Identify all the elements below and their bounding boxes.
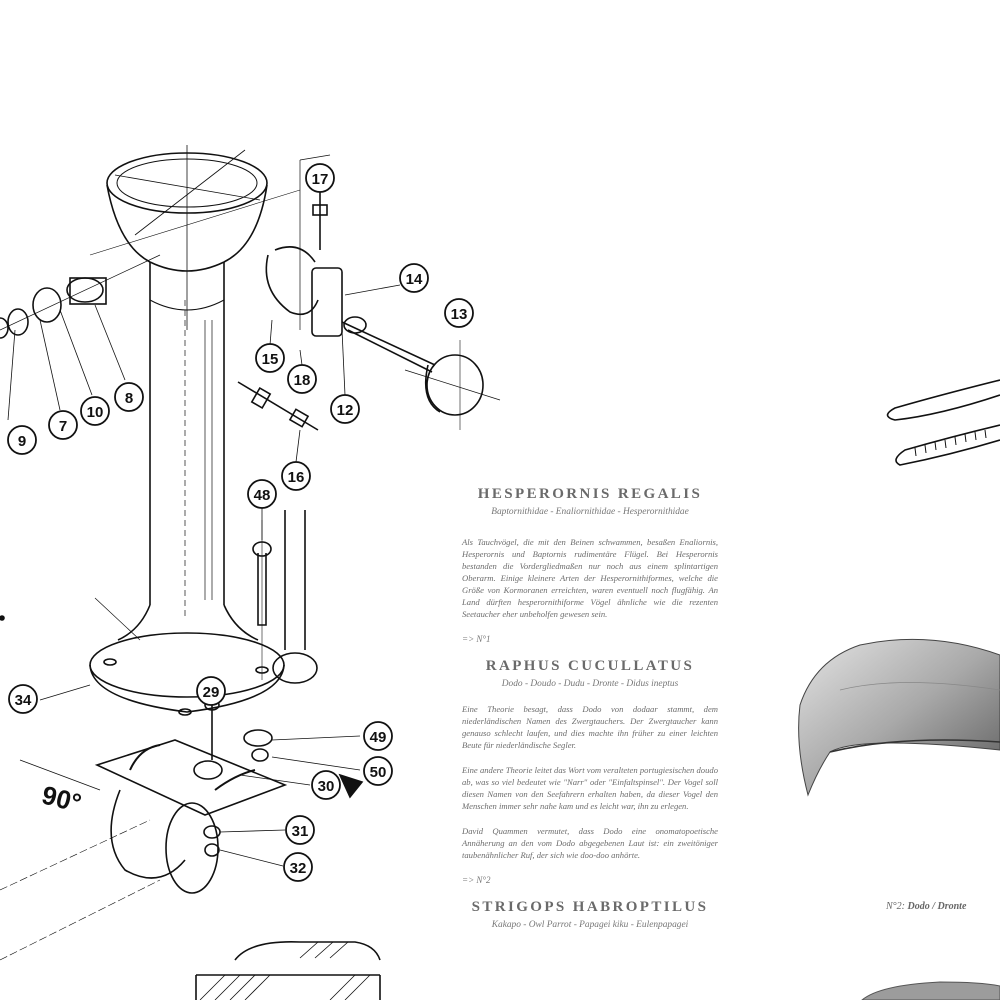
part-label-12: 12 [330, 394, 360, 424]
svg-text:15: 15 [262, 351, 279, 368]
hesperornis-beak-illustration [886, 379, 1000, 466]
caption-number: N°2: [886, 901, 905, 912]
svg-text:9: 9 [18, 433, 26, 450]
part-label-30: 30 [311, 770, 341, 800]
svg-text:10: 10 [87, 404, 104, 421]
section-hesperornis: HESPERORNIS REGALIS Baptornithidae - Ena… [462, 486, 718, 644]
section-subtitle: Baptornithidae - Enaliornithidae - Hespe… [491, 507, 689, 517]
section-title: HESPERORNIS REGALIS [477, 486, 703, 502]
part-label-18: 18 [287, 364, 317, 394]
part-label-17: 17 [305, 163, 335, 193]
part-label-15: 15 [255, 343, 285, 373]
section-raphus: RAPHUS CUCULLATUS Dodo - Doudo - Dudu - … [462, 658, 718, 885]
section-strigops: STRIGOPS HABROPTILUS Kakapo - Owl Parrot… [462, 899, 718, 930]
part-label-31: 31 [285, 815, 315, 845]
paragraph: David Quammen vermutet, dass Dodo eine o… [462, 826, 718, 860]
text-column: HESPERORNIS REGALIS Baptornithidae - Ena… [462, 486, 718, 930]
paragraph: Als Tauchvögel, die mit den Beinen schwa… [462, 537, 718, 619]
dodo-head-illustration [798, 638, 1000, 797]
svg-text:14: 14 [406, 271, 423, 288]
svg-text:49: 49 [370, 729, 387, 746]
part-label-34: 34 [8, 684, 38, 714]
svg-text:50: 50 [370, 764, 387, 781]
part-label-16: 16 [281, 461, 311, 491]
svg-text:8: 8 [125, 390, 133, 407]
section-subtitle: Kakapo - Owl Parrot - Papagei kiku - Eul… [491, 920, 689, 930]
part-label-48: 48 [247, 479, 277, 509]
kakapo-partial-illustration [861, 981, 1000, 1000]
figure-caption: N°2: Dodo / Dronte [886, 901, 966, 912]
part-label-50: 50 [363, 756, 393, 786]
angle-label: 90° [39, 780, 84, 819]
reference-link[interactable]: => N°1 [462, 634, 491, 644]
caption-name: Dodo / Dronte [907, 901, 967, 912]
svg-text:31: 31 [292, 823, 309, 840]
svg-text:48: 48 [254, 487, 271, 504]
part-label-9: 9 [7, 425, 37, 455]
part-label-32: 32 [283, 852, 313, 882]
section-title: RAPHUS CUCULLATUS [485, 658, 695, 674]
reference-link[interactable]: => N°2 [462, 875, 491, 885]
part-label-29: 29 [196, 676, 226, 706]
paragraph: Eine andere Theorie leitet das Wort vom … [462, 765, 718, 811]
svg-text:32: 32 [290, 860, 307, 877]
paragraph: Eine Theorie besagt, dass Dodo von dodaa… [462, 704, 718, 750]
svg-text:16: 16 [288, 469, 305, 486]
svg-text:29: 29 [203, 684, 220, 701]
part-label-7: 7 [48, 410, 78, 440]
part-label-49: 49 [363, 721, 393, 751]
part-label-10: 10 [80, 396, 110, 426]
svg-text:13: 13 [451, 306, 468, 323]
svg-text:34: 34 [15, 692, 32, 709]
svg-text:7: 7 [59, 418, 67, 435]
section-subtitle: Dodo - Doudo - Dudu - Dronte - Didus ine… [501, 679, 679, 689]
part-label-8: 8 [114, 382, 144, 412]
svg-text:17: 17 [312, 171, 329, 188]
part-label-14: 14 [399, 263, 429, 293]
svg-text:18: 18 [294, 372, 311, 389]
svg-text:12: 12 [337, 402, 354, 419]
section-title: STRIGOPS HABROPTILUS [471, 899, 709, 915]
part-label-13: 13 [444, 298, 474, 328]
svg-text:30: 30 [318, 778, 335, 795]
